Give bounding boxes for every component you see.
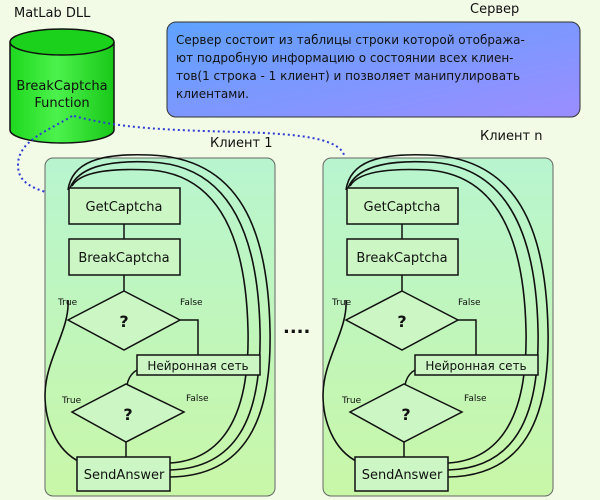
false-connector-1 xyxy=(180,319,199,355)
server-desc-line-1: Сервер состоит из таблицы строки которой… xyxy=(176,33,525,47)
feedback-loop-outer-1 xyxy=(71,168,249,464)
feedback-loop-outer-1 xyxy=(349,168,527,464)
break-captcha-label: BreakCaptcha xyxy=(78,251,169,266)
decision-2-label: ? xyxy=(401,405,410,424)
client-panel-n: Клиент n GetCaptcha BreakCaptcha ? True … xyxy=(322,129,554,497)
matlab-function-line2: Function xyxy=(34,96,89,111)
feedback-loop-true xyxy=(322,299,359,463)
matlab-dll-title: MatLab DLL xyxy=(14,6,91,21)
false-label-2: False xyxy=(464,394,487,404)
dotted-link-client-1 xyxy=(16,115,73,199)
decision-diamond-icon xyxy=(66,290,182,351)
neural-net-label: Нейронная сеть xyxy=(147,359,248,373)
neural-net-label: Нейронная сеть xyxy=(425,359,526,373)
feedback-loop-outer-2 xyxy=(347,160,539,471)
decision-1-label: ? xyxy=(119,312,128,331)
break-captcha-box xyxy=(346,238,459,276)
break-captcha-box xyxy=(68,238,181,276)
database-icon xyxy=(9,28,115,144)
break-captcha-label: BreakCaptcha xyxy=(356,251,447,266)
false-connector-1 xyxy=(458,319,477,355)
client-title: Клиент n xyxy=(480,129,542,144)
get-captcha-box xyxy=(68,187,181,225)
server-desc-line-4: клиентами. xyxy=(176,87,249,101)
client-title: Клиент 1 xyxy=(210,136,272,151)
decision-2-label: ? xyxy=(123,405,132,424)
decision-1-label: ? xyxy=(397,312,406,331)
false-label-2: False xyxy=(186,394,209,404)
client-panel-1: Клиент 1 GetCaptcha BreakCaptcha ? True … xyxy=(44,136,276,497)
true-label-2: True xyxy=(341,396,362,406)
send-answer-box xyxy=(76,456,171,492)
feedback-loop-true xyxy=(44,299,81,463)
dotted-link-client-n xyxy=(73,115,346,198)
send-answer-label: SendAnswer xyxy=(84,468,165,483)
server-title: Сервер xyxy=(470,2,519,17)
server-desc-line-3: тов(1 строка - 1 клиент) и позволяет ман… xyxy=(176,69,520,83)
decision-diamond-icon xyxy=(344,290,460,351)
clients-separator: .... xyxy=(283,317,310,338)
false-label-1: False xyxy=(458,298,481,308)
neural-net-box xyxy=(136,354,261,376)
send-answer-label: SendAnswer xyxy=(362,468,443,483)
get-captcha-label: GetCaptcha xyxy=(86,200,163,215)
matlab-function-line1: BreakCaptcha xyxy=(16,79,107,94)
get-captcha-box xyxy=(346,187,459,225)
feedback-loop-outer-3 xyxy=(67,153,271,478)
server-description-box xyxy=(166,21,581,118)
server-desc-line-2: ют подробную информацию о состоянии всех… xyxy=(176,51,514,65)
feedback-loop-outer-2 xyxy=(69,160,261,471)
neural-net-box xyxy=(414,354,539,376)
false-label-1: False xyxy=(180,298,203,308)
true-label-1: True xyxy=(57,298,78,308)
get-captcha-label: GetCaptcha xyxy=(364,200,441,215)
send-answer-box xyxy=(354,456,449,492)
true-label-1: True xyxy=(331,298,352,308)
true-label-2: True xyxy=(61,396,82,406)
feedback-loop-outer-3 xyxy=(345,153,549,478)
